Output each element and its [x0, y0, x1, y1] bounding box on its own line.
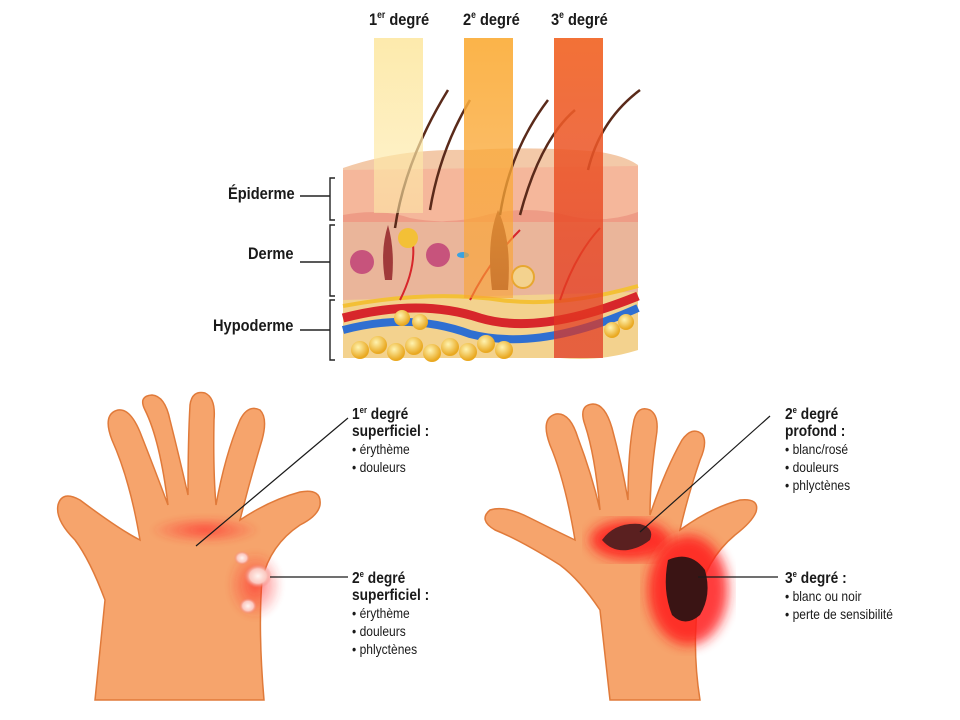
- fat-lobules: [351, 310, 634, 362]
- sweat-gland: [350, 250, 374, 274]
- symptom-item: érythème: [352, 440, 429, 458]
- second-degree-label: 2e degré: [463, 10, 520, 29]
- symptom-list: blanc/rosé douleurs phlyctènes: [785, 440, 851, 494]
- annotation-title: 1er degré: [352, 405, 409, 423]
- symptom-item: phlyctènes: [352, 640, 429, 658]
- left-hand: [56, 391, 321, 701]
- third-degree-label: 3e degré: [551, 10, 608, 29]
- symptom-item: blanc ou noir: [785, 587, 893, 605]
- skin-cross-section: [341, 38, 641, 362]
- leader-first-superficial: [195, 417, 349, 547]
- symptom-item: blanc/rosé: [785, 440, 850, 458]
- symptom-item: phlyctènes: [785, 476, 851, 494]
- first-degree-beam: [374, 38, 423, 213]
- second-degree-deep-annotation: 2e degré profond : blanc/rosé douleurs p…: [785, 402, 850, 494]
- layer-brackets: [300, 177, 335, 361]
- dermis-label: Derme: [248, 244, 294, 263]
- epidermis-label: Épiderme: [228, 184, 295, 203]
- symptom-list: blanc ou noir perte de sensibilité: [785, 587, 893, 623]
- symptom-item: douleurs: [352, 622, 429, 640]
- symptom-item: douleurs: [352, 458, 429, 476]
- deep-second-degree-wound: [602, 523, 652, 551]
- hair-follicle: [383, 225, 393, 280]
- symptom-item: douleurs: [785, 458, 850, 476]
- right-hand: [484, 403, 758, 701]
- symptom-list: érythème douleurs phlyctènes: [352, 604, 429, 658]
- third-degree-wound: [665, 556, 708, 622]
- symptom-item: érythème: [352, 604, 429, 622]
- annotation-title: 2e degré: [785, 405, 839, 423]
- first-degree-redness: [150, 516, 260, 544]
- second-degree-superficial-annotation: 2e degré superficiel : érythème douleurs…: [352, 566, 429, 658]
- annotation-subtitle: superficiel :: [352, 423, 430, 440]
- annotation-title: 3e degré :: [785, 569, 847, 587]
- third-degree-annotation: 3e degré : blanc ou noir perte de sensib…: [785, 566, 893, 623]
- annotation-title: 2e degré: [352, 569, 406, 587]
- third-degree-beam: [554, 38, 603, 358]
- second-degree-beam: [464, 38, 513, 298]
- first-degree-superficial-annotation: 1er degré superficiel : érythème douleur…: [352, 402, 429, 476]
- leader-second-deep: [639, 415, 771, 533]
- leader-lines: [195, 415, 778, 578]
- symptom-list: érythème douleurs: [352, 440, 429, 476]
- annotation-subtitle: profond :: [785, 423, 846, 440]
- hypodermis-label: Hypoderme: [213, 316, 294, 335]
- blister: [244, 564, 272, 588]
- symptom-item: perte de sensibilité: [785, 605, 893, 623]
- left-palm: [56, 391, 321, 701]
- annotation-subtitle: superficiel :: [352, 587, 430, 604]
- first-degree-label: 1er degré: [369, 10, 430, 29]
